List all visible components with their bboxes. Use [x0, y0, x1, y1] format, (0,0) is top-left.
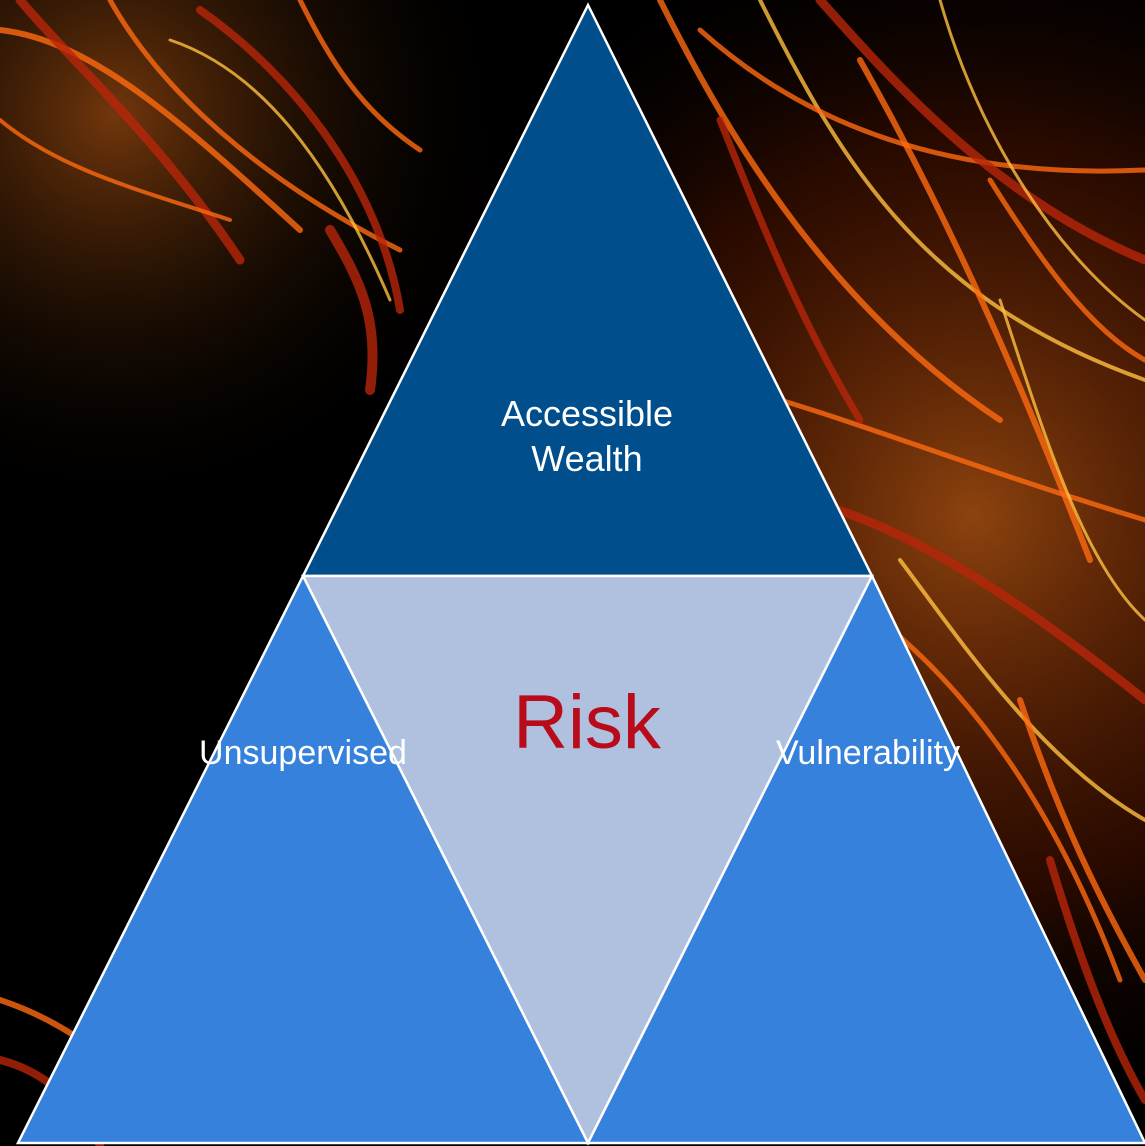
left-triangle [15, 573, 591, 1145]
fire-streak [938, 0, 1145, 322]
fire-streak [1046, 856, 1145, 1104]
fire-streak [168, 38, 392, 302]
fire-streak [777, 397, 1145, 523]
fire-streak [815, 0, 1145, 265]
fire-streak [325, 225, 378, 395]
right-triangle [585, 573, 1145, 1145]
fire-streak [716, 116, 864, 424]
fire-streak [297, 0, 423, 153]
top-label-line1: Accessible [501, 393, 673, 434]
fire-streak [657, 0, 1003, 423]
fire-streak [0, 118, 232, 222]
top-label-line2: Wealth [531, 438, 642, 479]
fire-streak [697, 27, 1145, 174]
center-label: Risk [513, 680, 662, 765]
fire-streak [987, 177, 1145, 363]
fire-streak [1017, 697, 1145, 983]
fire-streak [857, 57, 1093, 563]
fire-streak [998, 298, 1145, 622]
left-label: Unsupervised [199, 734, 407, 772]
fire-streak [758, 0, 1145, 382]
fire-streak [898, 558, 1145, 822]
fire-streak [0, 27, 303, 233]
fire-streak [795, 495, 1145, 705]
right-label: Vulnerability [776, 734, 960, 772]
fire-streak [196, 6, 404, 314]
fire-streak [877, 617, 1123, 983]
fire-streak [107, 0, 403, 253]
